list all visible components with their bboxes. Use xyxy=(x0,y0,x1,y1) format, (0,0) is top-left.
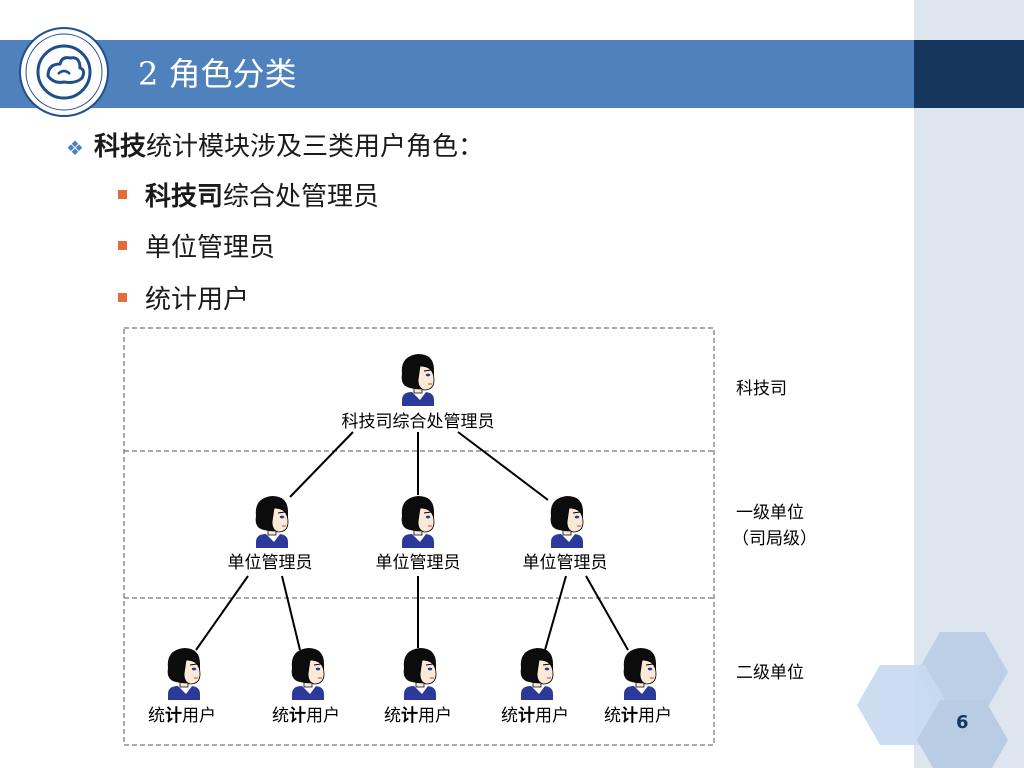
cma-logo xyxy=(18,26,110,118)
sub-bullet-text: 单位管理员 xyxy=(145,233,276,263)
level-label-first-sub: （司局级） xyxy=(732,529,817,549)
level-label-ministry: 科技司 xyxy=(736,379,787,399)
square-bullet-icon xyxy=(118,241,127,250)
diamond-bullet-icon: ❖ xyxy=(66,136,84,160)
main-bullet-text: 统计模块涉及三类用户角色： xyxy=(145,132,484,162)
sub-bullet-3: 统计用户 xyxy=(118,281,249,319)
sub-bullet-bold: 科技司 xyxy=(145,182,224,212)
unit-admin-avatar xyxy=(550,495,584,549)
sub-bullet-text: 统计用户 xyxy=(145,285,250,315)
stat-user-label: 统计用户 xyxy=(604,705,672,726)
stat-user-avatar xyxy=(167,647,201,701)
sub-bullet-text: 综合处管理员 xyxy=(223,182,380,212)
stat-user-avatar xyxy=(623,647,657,701)
square-bullet-icon xyxy=(118,293,127,302)
stat-user-label: 统计用户 xyxy=(384,705,452,726)
unit-admin-avatar xyxy=(255,495,289,549)
top-admin-label: 科技司综合处管理员 xyxy=(342,412,495,432)
slide-title: 2 角色分类 xyxy=(138,55,297,93)
stat-user-label: 统计用户 xyxy=(148,705,216,726)
level-label-first: 一级单位 xyxy=(736,503,804,523)
top-admin-avatar xyxy=(401,353,435,407)
hierarchy-connectors xyxy=(195,431,629,651)
stat-user-avatar xyxy=(403,647,437,701)
unit-admin-label: 单位管理员 xyxy=(228,553,313,573)
stat-user-label: 统计用户 xyxy=(272,705,340,726)
unit-admin-avatar xyxy=(401,495,435,549)
unit-admin-label: 单位管理员 xyxy=(376,553,461,573)
stat-user-label: 统计用户 xyxy=(501,705,569,726)
page-number: 6 xyxy=(956,712,969,733)
main-bullet-bold: 科技 xyxy=(93,132,146,162)
main-bullet: ❖ 科技统计模块涉及三类用户角色： xyxy=(66,128,484,167)
header-accent xyxy=(914,40,1024,108)
sub-bullet-2: 单位管理员 xyxy=(118,229,275,267)
stat-user-avatar xyxy=(520,647,554,701)
unit-admin-label: 单位管理员 xyxy=(523,553,608,573)
square-bullet-icon xyxy=(118,190,127,199)
sub-bullet-1: 科技司综合处管理员 xyxy=(118,178,379,216)
level-label-second: 二级单位 xyxy=(736,663,804,683)
stat-user-avatar xyxy=(291,647,325,701)
header-bar xyxy=(0,40,914,108)
